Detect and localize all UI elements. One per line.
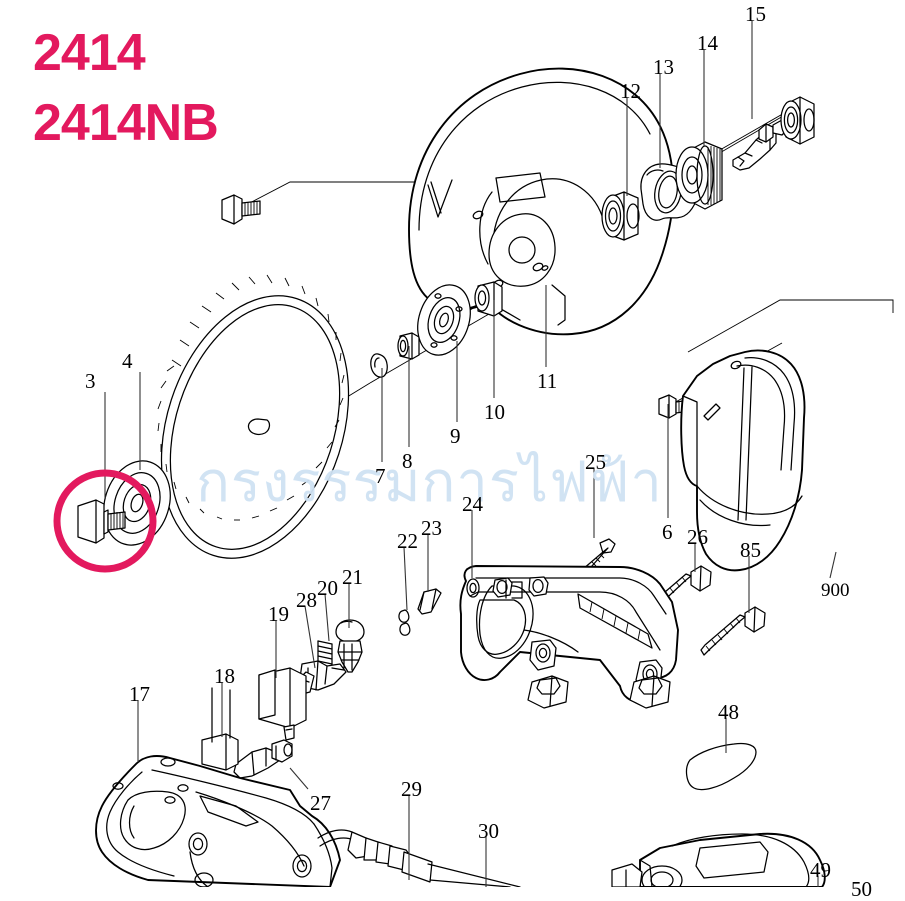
part-spacer-collar [474,281,503,317]
callout-number-20: 20 [317,576,338,600]
part-hex-flange-bolt [77,499,126,544]
callout-number-49: 49 [810,858,831,882]
callout-number-85: 85 [740,538,761,562]
callout-number-17: 17 [129,682,150,706]
leader-line-27 [289,767,309,790]
callout-number-8: 8 [402,449,413,473]
callout-number-25: 25 [585,450,606,474]
callout-number-29: 29 [401,777,422,801]
part-switch-unit [258,667,307,741]
part-screw-top-left [221,194,261,225]
highlight-circle [53,469,157,573]
callout-number-11: 11 [537,369,558,393]
part-lock-button [335,619,365,673]
part-inner-flange [417,284,471,356]
callout-number-13: 13 [653,55,674,79]
part-machine-screw-85 [700,606,766,656]
part-cut-off-wheel [157,274,350,559]
callout-number-26: 26 [687,525,708,549]
leader-line-22 [403,546,408,611]
callout-number-10: 10 [484,400,505,424]
callout-number-24: 24 [462,492,483,516]
callout-number-14: 14 [697,31,718,55]
model-number-primary: 2414 [33,24,146,82]
callout-number-15: 15 [745,2,766,26]
part-brackets-bottom [527,675,671,709]
leader-line-20 [324,593,330,642]
part-handle-housing-right [95,755,341,887]
callout-number-21: 21 [342,565,363,589]
callout-number-22: 22 [397,529,418,553]
part-motor-assembly [611,832,826,887]
callout-number-900: 900 [821,580,850,601]
callout-number-19: 19 [268,602,289,626]
callout-number-9: 9 [450,424,461,448]
watermark-text: กรงรรรมการไฟฟ้า [196,450,663,515]
leader-line-900 [829,551,837,579]
part-ball-bearing-end [780,96,815,145]
part-trigger-lever [233,739,293,779]
part-spiral-bevel-gear [675,141,723,210]
callout-number-30: 30 [478,819,499,843]
model-number-secondary: 2414NB [33,94,219,152]
callout-number-6: 6 [662,520,673,544]
part-safety-cover-guard [680,349,806,572]
callout-leader-lines [104,21,837,887]
part-compression-pin [398,609,411,636]
callout-number-3: 3 [85,369,96,393]
callout-number-23: 23 [421,516,442,540]
callout-number-7: 7 [375,464,386,488]
part-retaining-ring [370,353,388,378]
part-name-plate [685,742,757,791]
part-noise-suppressor [201,687,239,771]
leader-line-28 [304,605,316,669]
part-roll-pin [417,588,442,615]
callout-number-28: 28 [296,588,317,612]
callout-number-4: 4 [122,349,133,373]
callout-number-48: 48 [718,700,739,724]
callout-number-12: 12 [620,79,641,103]
part-blade-case [408,67,675,336]
callout-number-27: 27 [310,791,331,815]
part-compression-spring [317,640,333,667]
callout-number-18: 18 [214,664,235,688]
callout-number-50: 50 [851,877,872,901]
part-ball-bearing-12 [601,191,640,241]
